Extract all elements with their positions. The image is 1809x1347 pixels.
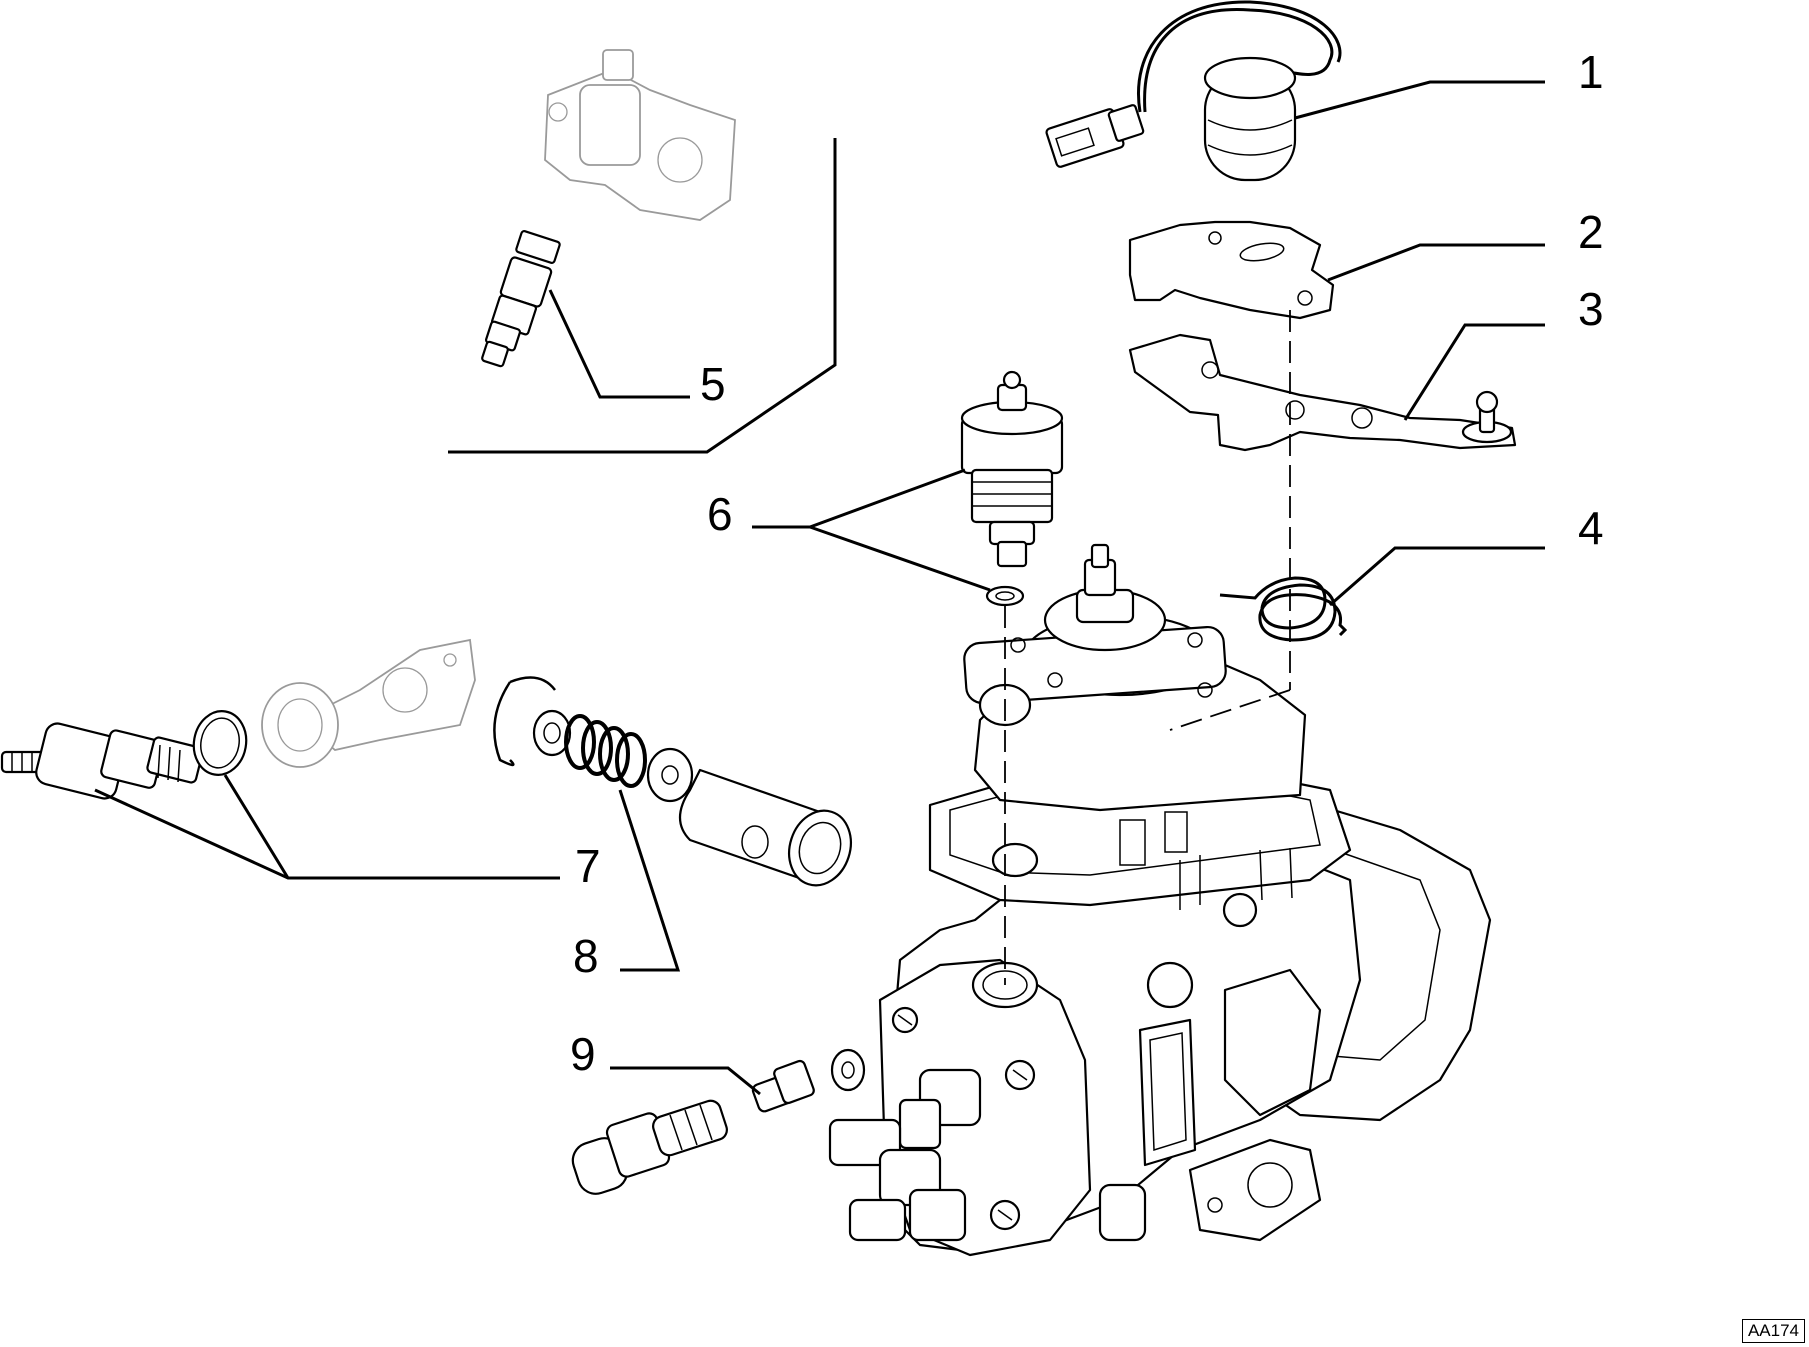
- leader-9: [610, 1066, 761, 1096]
- callout-5: 5: [700, 358, 726, 410]
- group-separator-line: [448, 138, 837, 454]
- leader-4: [1329, 546, 1545, 607]
- part-1-sensor-with-connector: [1045, 0, 1342, 182]
- callout-2: 2: [1578, 206, 1604, 258]
- injection-pump-body: [828, 543, 1492, 1257]
- leader-6b: [809, 525, 991, 592]
- callout-8: 8: [573, 930, 599, 982]
- reference-code: AA174: [1741, 1319, 1805, 1343]
- ghost-bracket-assembly: [544, 49, 736, 221]
- part-3-lever: [1128, 333, 1517, 452]
- leader-7b: [223, 774, 290, 879]
- callout-3: 3: [1578, 283, 1604, 335]
- part-9-screw: [751, 1048, 866, 1113]
- leader-8: [618, 789, 681, 972]
- leader-5: [548, 289, 690, 399]
- part-4-spring: [1219, 576, 1348, 642]
- part-8-valve-set: [493, 676, 852, 887]
- part-5-sensor: [481, 230, 561, 368]
- leader-2: [1327, 243, 1545, 282]
- union-fitting: [571, 1099, 728, 1195]
- ghost-banjo-fitting: [261, 638, 476, 768]
- callout-1: 1: [1578, 46, 1604, 98]
- callout-6: 6: [707, 488, 733, 540]
- part-6-solenoid: [960, 370, 1064, 607]
- leader-6: [752, 468, 966, 529]
- axis-line-spring: [1169, 689, 1291, 731]
- leader-7: [94, 788, 560, 880]
- callout-7: 7: [575, 840, 601, 892]
- callout-9: 9: [570, 1028, 596, 1080]
- part-2-plate: [1128, 220, 1335, 320]
- leader-1: [1294, 80, 1545, 120]
- part-7-sensor-and-seal: [0, 710, 248, 800]
- callout-4: 4: [1578, 502, 1604, 554]
- leader-3: [1403, 323, 1545, 421]
